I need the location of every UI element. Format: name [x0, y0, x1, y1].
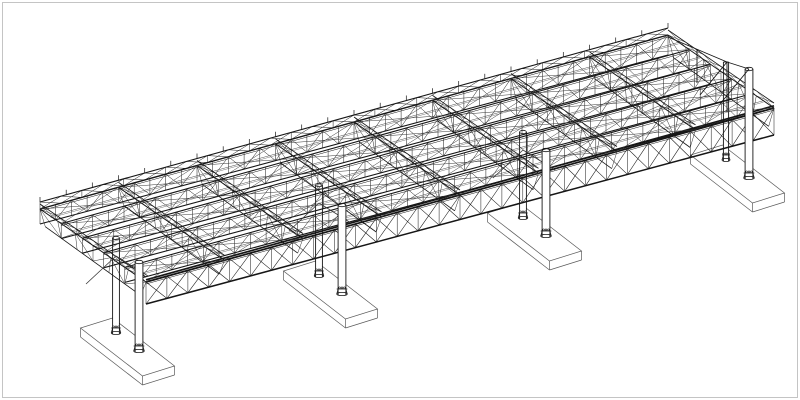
pad-footing	[689, 144, 786, 213]
deck-truss-group	[39, 23, 775, 305]
pier-front-column	[133, 259, 145, 353]
pad-footing	[79, 317, 176, 386]
pad-footing	[486, 202, 583, 271]
pad-footing	[282, 260, 379, 329]
end-gantry-frame	[667, 36, 750, 112]
pier-front-column	[540, 147, 552, 238]
pier-front-column	[743, 66, 755, 180]
pier-front-column	[336, 202, 348, 296]
